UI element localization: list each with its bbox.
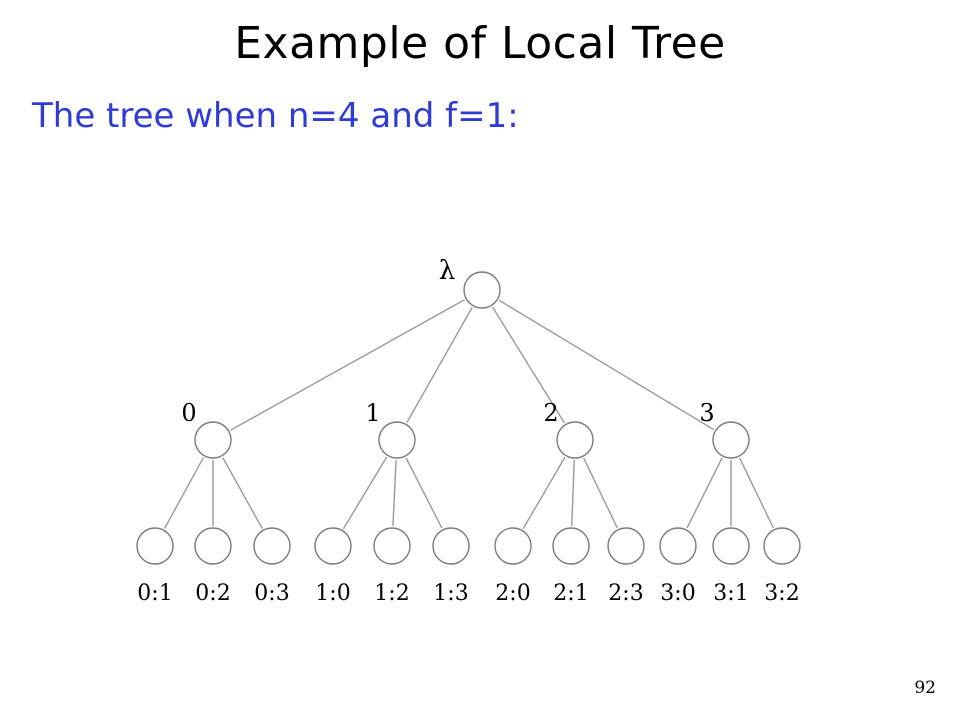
leaf-label-0-2: 0:2	[195, 581, 230, 606]
edge-root-to-1	[406, 307, 473, 423]
edge-3-to-3-0	[686, 457, 723, 529]
leaf-node-3-0	[659, 527, 697, 565]
node-label-0: 0	[181, 399, 196, 427]
leaf-label-2-1: 2:1	[553, 581, 588, 606]
leaf-label-2-3: 2:3	[608, 581, 643, 606]
node-1	[378, 421, 416, 459]
leaf-node-1-3	[432, 527, 470, 565]
leaf-node-0-2	[194, 527, 232, 565]
leaf-node-0-3	[253, 527, 291, 565]
node-label-1: 1	[365, 399, 380, 427]
edge-2-to-2-1	[571, 459, 575, 527]
leaf-node-2-0	[494, 527, 532, 565]
leaf-label-1-0: 1:0	[315, 581, 350, 606]
tree-labels: λ 0 0:1 0:2 0:3 1 1:0 1:2 1:3 2 2:0 2:1 2:3 3 3:0 3:1 3:…	[137, 256, 799, 606]
leaf-node-1-2	[373, 527, 411, 565]
node-label-3: 3	[699, 399, 714, 427]
leaf-label-1-3: 1:3	[433, 581, 468, 606]
tree-nodes	[136, 271, 801, 565]
node-3	[712, 421, 750, 459]
leaf-node-1-0	[314, 527, 352, 565]
slide-subtitle: The tree when n=4 and f=1:	[32, 96, 519, 136]
edge-root-to-3	[498, 299, 715, 431]
node-0	[194, 421, 232, 459]
leaf-label-2-0: 2:0	[495, 581, 530, 606]
edge-1-to-1-0	[342, 456, 388, 530]
edge-root-to-2	[491, 306, 566, 424]
root-node	[463, 271, 501, 309]
edge-2-to-2-0	[522, 456, 566, 530]
page-number: 92	[914, 678, 936, 698]
edge-0-to-0-3	[222, 457, 263, 529]
leaf-node-3-2	[763, 527, 801, 565]
leaf-label-3-0: 3:0	[660, 581, 695, 606]
slide-title: Example of Local Tree	[234, 18, 726, 69]
leaf-node-2-1	[552, 527, 590, 565]
edge-0-to-0-1	[163, 457, 205, 529]
leaf-node-0-1	[136, 527, 174, 565]
edge-1-to-1-3	[405, 457, 443, 529]
leaf-label-0-3: 0:3	[254, 581, 289, 606]
leaf-node-2-3	[607, 527, 645, 565]
leaf-node-3-1	[712, 527, 750, 565]
node-2	[556, 421, 594, 459]
leaf-label-0-1: 0:1	[137, 581, 172, 606]
leaf-label-1-2: 1:2	[374, 581, 409, 606]
edge-3-to-3-2	[739, 457, 774, 529]
leaf-label-3-2: 3:2	[764, 581, 799, 606]
leaf-label-3-1: 3:1	[713, 581, 748, 606]
node-label-2: 2	[543, 399, 558, 427]
tree-edges	[163, 299, 774, 530]
root-label: λ	[439, 256, 455, 286]
edge-1-to-1-2	[392, 459, 397, 527]
edge-2-to-2-3	[583, 457, 618, 529]
edge-root-to-0	[230, 299, 465, 431]
